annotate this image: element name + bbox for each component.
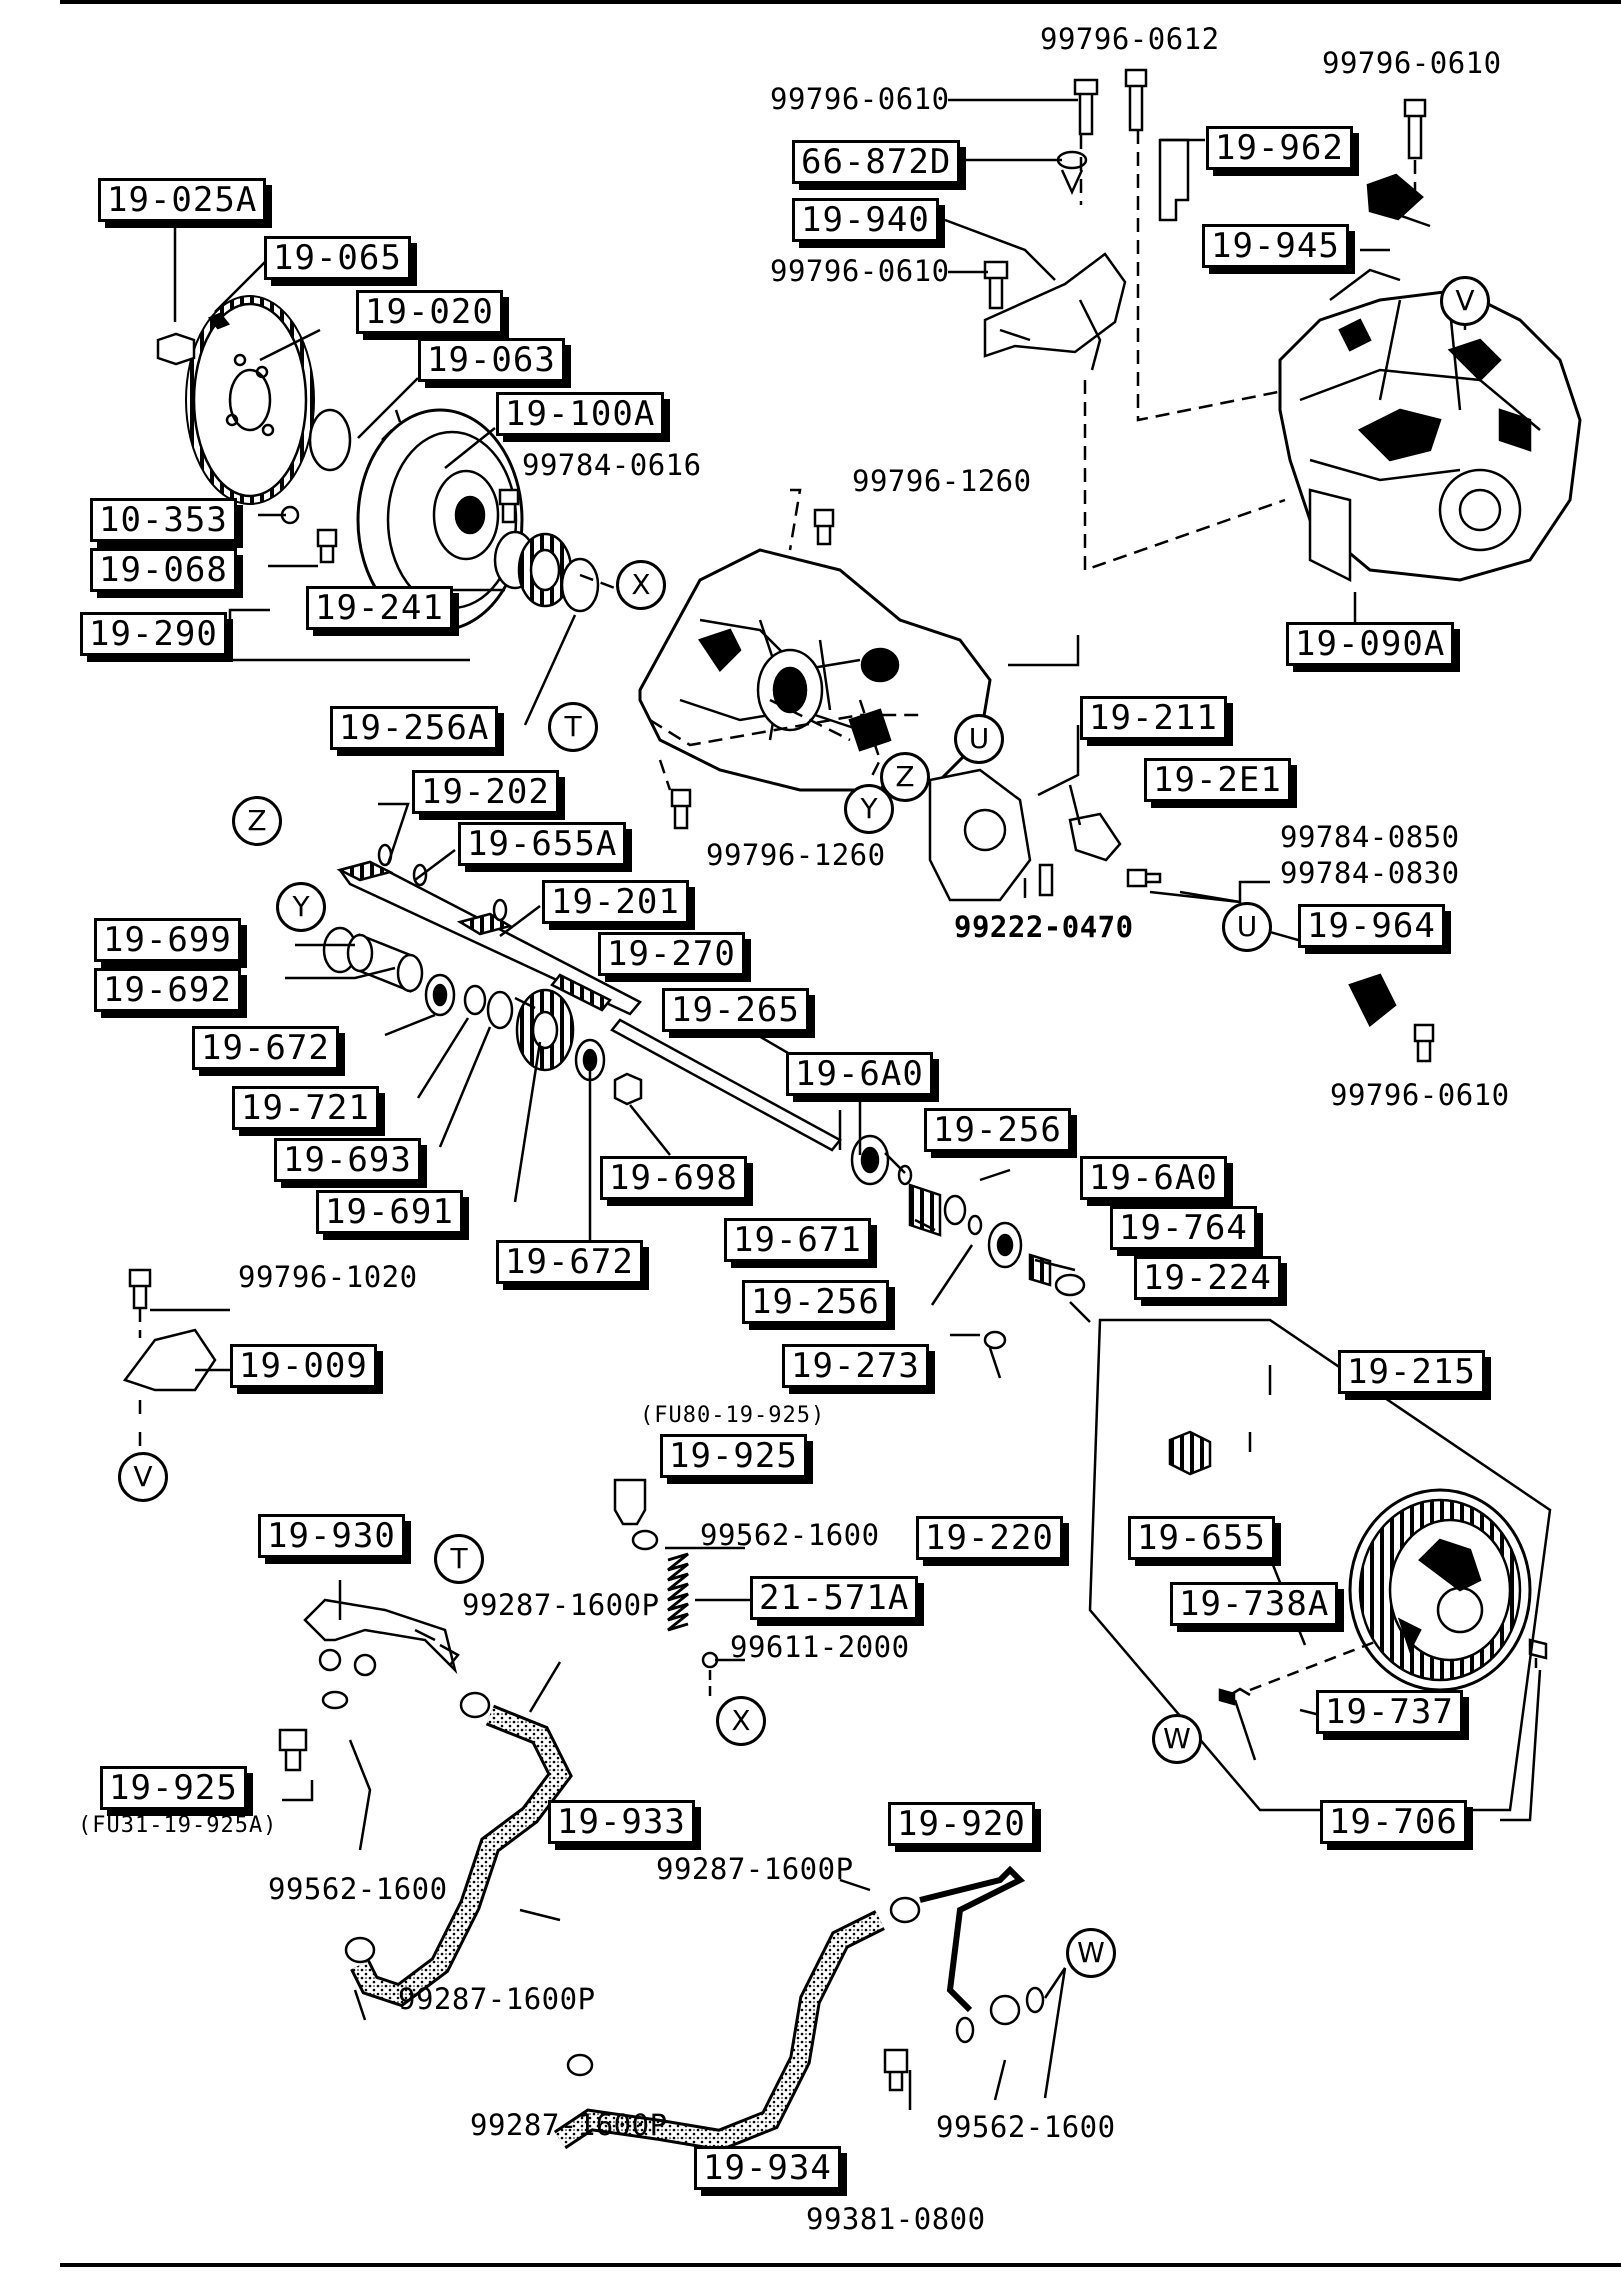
bolt-99796-0610-964 xyxy=(1413,1023,1435,1063)
washer-99562-1600 xyxy=(631,1529,659,1551)
plate-19-063 xyxy=(308,408,352,472)
bolt-99784-0850 xyxy=(1126,868,1162,888)
bracket-19-2E1 xyxy=(1068,812,1122,862)
washer-19-693 xyxy=(486,990,514,1030)
clamp-99287-1600P-a xyxy=(459,1691,491,1719)
seal-19-256A xyxy=(560,557,600,613)
bracket-19-009 xyxy=(122,1328,217,1392)
gear-19-764 xyxy=(1028,1253,1052,1287)
bolt-99784-0616 xyxy=(498,488,520,524)
bolt-99381-0800 xyxy=(883,2048,909,2092)
transaxle-case-19-211 xyxy=(638,548,992,792)
bolt-19-925-left xyxy=(278,1728,308,1772)
ring-19-256b xyxy=(967,1214,983,1236)
bolt-19-706 xyxy=(1528,1638,1548,1668)
oil-pump-19-215 xyxy=(1348,1488,1532,1692)
filter-19-655 xyxy=(1168,1430,1212,1476)
spring-19-737 xyxy=(1229,1687,1251,1697)
bolt-19-068 xyxy=(316,528,338,564)
torque-converter-19-100A xyxy=(356,408,524,632)
pipe-19-920 xyxy=(919,1865,1026,2013)
bolt-99796-1260-low xyxy=(670,788,692,830)
plug-19-738A xyxy=(1218,1688,1236,1706)
stud-99222-0470 xyxy=(1038,863,1054,897)
hose-19-933 xyxy=(350,1704,573,2008)
clamp-99287-1600P-c xyxy=(889,1896,921,1924)
ball-99611-2000 xyxy=(701,1651,719,1669)
plug-19-273 xyxy=(983,1330,1007,1350)
shaft-19-270 xyxy=(550,973,612,1012)
bolt-99796-0610-right xyxy=(1403,98,1427,160)
clamp-99287-1600P-b xyxy=(344,1936,376,1964)
bolt-19-065 xyxy=(207,312,231,330)
nut-19-025A xyxy=(156,332,196,366)
rubber-19-945 xyxy=(1366,173,1424,221)
bolt-99796-1020 xyxy=(128,1268,152,1310)
bolt-99796-0610-mid xyxy=(983,260,1009,310)
clamp-99287-1600P-d xyxy=(566,2053,594,2077)
shaft-19-265 xyxy=(610,1018,842,1152)
gear-19-671 xyxy=(908,1183,942,1237)
bolt-99796-1260-top xyxy=(813,508,835,546)
washer-19-224 xyxy=(1054,1273,1086,1297)
plug-19-925 xyxy=(613,1478,647,1526)
clip-19-962 xyxy=(1158,138,1190,222)
washer-19-721 xyxy=(463,984,487,1016)
drive-plate-19-020 xyxy=(185,295,315,505)
spring-21-571A xyxy=(667,1552,689,1632)
bolt-99796-0610-top xyxy=(1073,78,1099,136)
nut-19-698 xyxy=(613,1072,643,1106)
bolt-99796-0612 xyxy=(1124,68,1148,132)
transaxle-assembly-19-090A xyxy=(1278,268,1582,583)
bracket-19-940 xyxy=(983,252,1127,358)
